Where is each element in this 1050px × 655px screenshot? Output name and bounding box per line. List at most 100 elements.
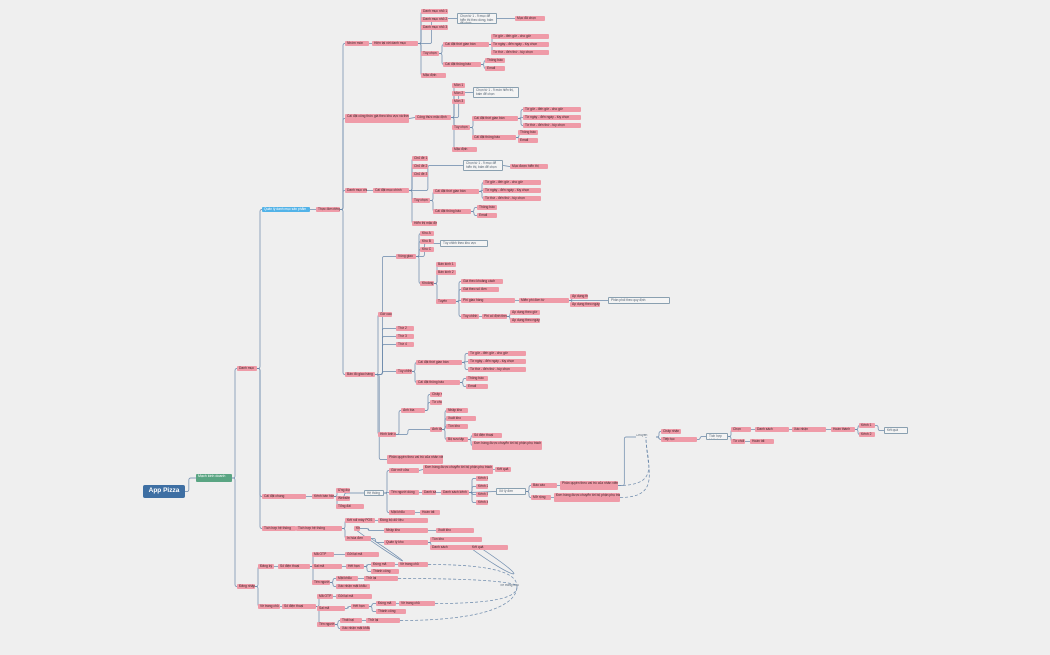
node-p3[interactable]: Khu C bbox=[420, 247, 434, 252]
node-b2b[interactable]: Mã OTP bbox=[317, 594, 333, 599]
node-i2c[interactable]: Xuất kho bbox=[436, 528, 474, 533]
node-n1[interactable]: Nhóm món bbox=[345, 41, 369, 46]
node-nt3[interactable]: Chọn từ 1 - 9 mục để hiển thị, bấm để ch… bbox=[463, 160, 503, 171]
node-g4[interactable]: Giờ mở cửa bbox=[389, 468, 419, 473]
node-b1c2[interactable]: Đúng mã bbox=[371, 562, 395, 567]
node-x1[interactable]: Báo cáo bbox=[531, 483, 557, 488]
node-g6[interactable]: Mật khẩu bbox=[389, 510, 415, 515]
node-tg1[interactable]: Từ giờ - đến giờ - cho giờ bbox=[491, 34, 549, 39]
node-t1[interactable]: Giá theo khoảng cách bbox=[461, 279, 503, 284]
node-k3a[interactable]: Kênh 3 bbox=[476, 492, 488, 497]
node-pt4b[interactable]: Xác nhận bbox=[792, 427, 826, 432]
node-i3a[interactable]: Tồn kho bbox=[430, 537, 482, 542]
node-b1d[interactable]: Tên người dùng bbox=[312, 580, 330, 585]
node-ch3[interactable]: Mục được hiển thị bbox=[510, 164, 548, 169]
node-gio2[interactable]: Thứ 3 bbox=[396, 334, 414, 339]
node-tg31[interactable]: Từ giờ - đến giờ - cho giờ bbox=[483, 180, 541, 185]
node-b2c3[interactable]: Thành công bbox=[376, 609, 406, 614]
node-main[interactable]: Mạch kinh doanh bbox=[196, 474, 232, 482]
node-i3b[interactable]: Danh sách bbox=[430, 545, 480, 550]
node-phi1b[interactable]: Áp dụng theo ngày bbox=[570, 302, 600, 307]
node-tuyen[interactable]: Tuyến bbox=[436, 299, 456, 304]
node-i2a[interactable]: Kho bbox=[354, 526, 360, 531]
node-g5[interactable]: Tên người dùng bbox=[389, 490, 419, 495]
node-b1d3[interactable]: Thử lại bbox=[364, 576, 398, 581]
node-tbna[interactable]: Thông báo bbox=[466, 376, 488, 381]
node-k4a[interactable]: Kênh 4 bbox=[476, 500, 488, 505]
node-b2c1[interactable]: Hết hạn bbox=[351, 604, 369, 609]
node-gx[interactable]: Xử lý đơn bbox=[496, 488, 526, 495]
node-g2[interactable]: Website bbox=[336, 496, 350, 501]
node-tc[interactable]: Về trang chủ bbox=[500, 584, 519, 587]
node-nt1[interactable]: Chọn từ 1 - 9 mục để hiển thị theo dòng,… bbox=[457, 13, 497, 24]
node-nt4[interactable]: Tùy chỉnh theo khu vực bbox=[440, 240, 488, 247]
node-pt4[interactable]: Chọn bbox=[731, 427, 751, 432]
node-md2[interactable]: Mặc định bbox=[452, 147, 477, 152]
node-tcn[interactable]: Tùy chỉnh bbox=[396, 369, 412, 374]
node-nt5[interactable]: Phân phối theo quy định bbox=[608, 297, 670, 304]
node-x1a[interactable]: Phân quyền theo vai trò của nhân viên bbox=[560, 481, 618, 490]
node-h2[interactable]: Ảnh đại diện bbox=[430, 427, 442, 432]
node-tg33[interactable]: Từ thứ - đến thứ - tùy chọn bbox=[483, 196, 541, 201]
node-h1b[interactable]: Từ chối bbox=[430, 400, 442, 405]
node-md3[interactable]: Hiển thị mặc định bbox=[412, 221, 437, 226]
node-b2[interactable]: Về trang chủ bbox=[258, 604, 280, 609]
node-b[interactable]: Đăng nhập bbox=[237, 584, 255, 589]
node-tt3[interactable]: Cài đặt thời gian bán bbox=[433, 189, 479, 194]
node-b1c4[interactable]: Về trang chủ bbox=[398, 562, 428, 567]
node-tg2[interactable]: Từ ngày - đến ngày - tùy chọn bbox=[491, 42, 549, 47]
node-b2d[interactable]: Tên người dùng bbox=[317, 622, 335, 627]
node-m2[interactable]: Món 2 bbox=[452, 91, 465, 96]
node-h[interactable]: Hình ảnh cửa hàng bbox=[378, 432, 396, 437]
node-i1[interactable]: Kết nối máy POS bbox=[345, 518, 375, 523]
node-b2c2[interactable]: Đúng mã bbox=[376, 601, 396, 606]
node-tb2[interactable]: Cài đặt thông báo bbox=[472, 135, 516, 140]
node-b1c3[interactable]: Thành công bbox=[371, 569, 399, 574]
node-pt5a[interactable]: Hoàn tất bbox=[750, 439, 774, 444]
node-s1[interactable]: Danh mục nhỏ 1 bbox=[421, 9, 448, 14]
node-tb3a[interactable]: Thông báo bbox=[477, 205, 497, 210]
node-pt3[interactable]: Tích hợp hệ thống bbox=[706, 433, 728, 440]
node-b2c[interactable]: Sai mã bbox=[317, 606, 345, 611]
node-t2[interactable]: Giá theo số đơn bbox=[461, 287, 499, 292]
node-b1d1[interactable]: Mật khẩu bbox=[336, 576, 358, 581]
node-gio[interactable]: Giờ cao điểm bbox=[378, 312, 392, 317]
node-nt2[interactable]: Chọn từ 1 - 9 món hiển thị, bấm để chọn bbox=[473, 87, 519, 98]
node-h3[interactable]: Bộ sưu tập bbox=[446, 437, 468, 442]
node-pt5[interactable]: Từ chối bbox=[731, 439, 745, 444]
node-a2[interactable]: Cài đặt chung bbox=[262, 494, 306, 499]
node-b1b1[interactable]: Gửi lại mã bbox=[345, 552, 379, 557]
node-h2a[interactable]: Nhập kho bbox=[446, 408, 468, 413]
node-pt4d[interactable]: Kênh 1 bbox=[859, 423, 875, 428]
node-phi2b[interactable]: Áp dụng theo giờ bbox=[510, 310, 540, 315]
node-b1d2[interactable]: Xác nhận mật khẩu bbox=[336, 584, 370, 589]
node-tg22[interactable]: Từ ngày - đến ngày - tùy chọn bbox=[523, 115, 581, 120]
node-i3c[interactable]: Kết quả bbox=[470, 545, 508, 550]
node-b1c1[interactable]: Hết hạn bbox=[346, 564, 364, 569]
node-c1[interactable]: Chủ đề 1 bbox=[412, 156, 428, 161]
node-b2b1[interactable]: Gửi lại mã bbox=[336, 594, 372, 599]
node-g5b[interactable]: Danh sách kênh bbox=[441, 490, 469, 495]
node-tgn1[interactable]: Từ giờ - đến giờ - cho giờ bbox=[468, 351, 526, 356]
node-n2[interactable]: Cài đặt công thức giá theo khu vực và th… bbox=[345, 114, 409, 123]
node-h3b[interactable]: Đơn hàng được chuyển tới bộ phận phụ trá… bbox=[472, 441, 542, 450]
node-s2[interactable]: Danh mục nhỏ 2 bbox=[421, 17, 448, 22]
node-md1[interactable]: Mặc định bbox=[421, 73, 446, 78]
node-h3a[interactable]: Số điện thoại bbox=[472, 433, 502, 438]
node-x2a[interactable]: Đơn hàng được chuyển tới bộ phận phụ trá… bbox=[554, 493, 620, 502]
node-b2d1[interactable]: Thất bại bbox=[340, 618, 362, 623]
node-b2c4[interactable]: Về trang chủ bbox=[399, 601, 435, 606]
node-pt2[interactable]: Tiếp tục bbox=[661, 437, 697, 442]
node-c3[interactable]: Chủ đề 3 bbox=[412, 172, 428, 177]
node-x2[interactable]: Mở rộng bbox=[531, 495, 551, 500]
node-n3[interactable]: Danh mục chính bbox=[345, 188, 367, 193]
node-i2[interactable]: In hóa đơn bbox=[345, 536, 371, 541]
node-tb2a[interactable]: Thông báo bbox=[518, 130, 538, 135]
node-g4b[interactable]: Kết quả bbox=[495, 467, 511, 472]
node-k2[interactable]: Bán kính 2 bbox=[436, 270, 456, 275]
node-gio3[interactable]: Thứ 4 bbox=[396, 342, 414, 347]
node-tb1b[interactable]: Email bbox=[485, 66, 505, 71]
node-phi2[interactable]: Tùy chỉnh bbox=[461, 314, 479, 319]
node-phi2a[interactable]: Phí cố định theo khu bbox=[482, 314, 507, 319]
node-gio1[interactable]: Thứ 2 bbox=[396, 326, 414, 331]
